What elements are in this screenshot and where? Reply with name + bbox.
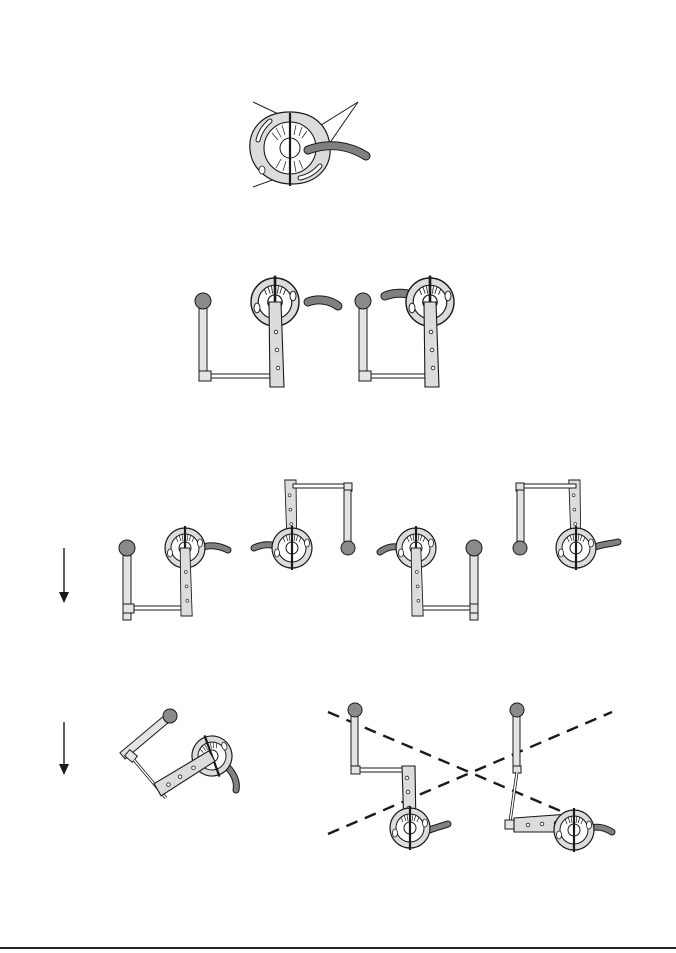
arm-mounting-icon — [195, 276, 454, 387]
pulse-sensor-disc-icon — [250, 102, 366, 187]
arm-mounting-icon — [118, 703, 612, 852]
page-bottom-rule — [0, 947, 676, 949]
arrow-down-icon — [59, 722, 69, 775]
arm-mounting-icon — [119, 480, 618, 620]
arrow-down-icon — [59, 548, 69, 603]
